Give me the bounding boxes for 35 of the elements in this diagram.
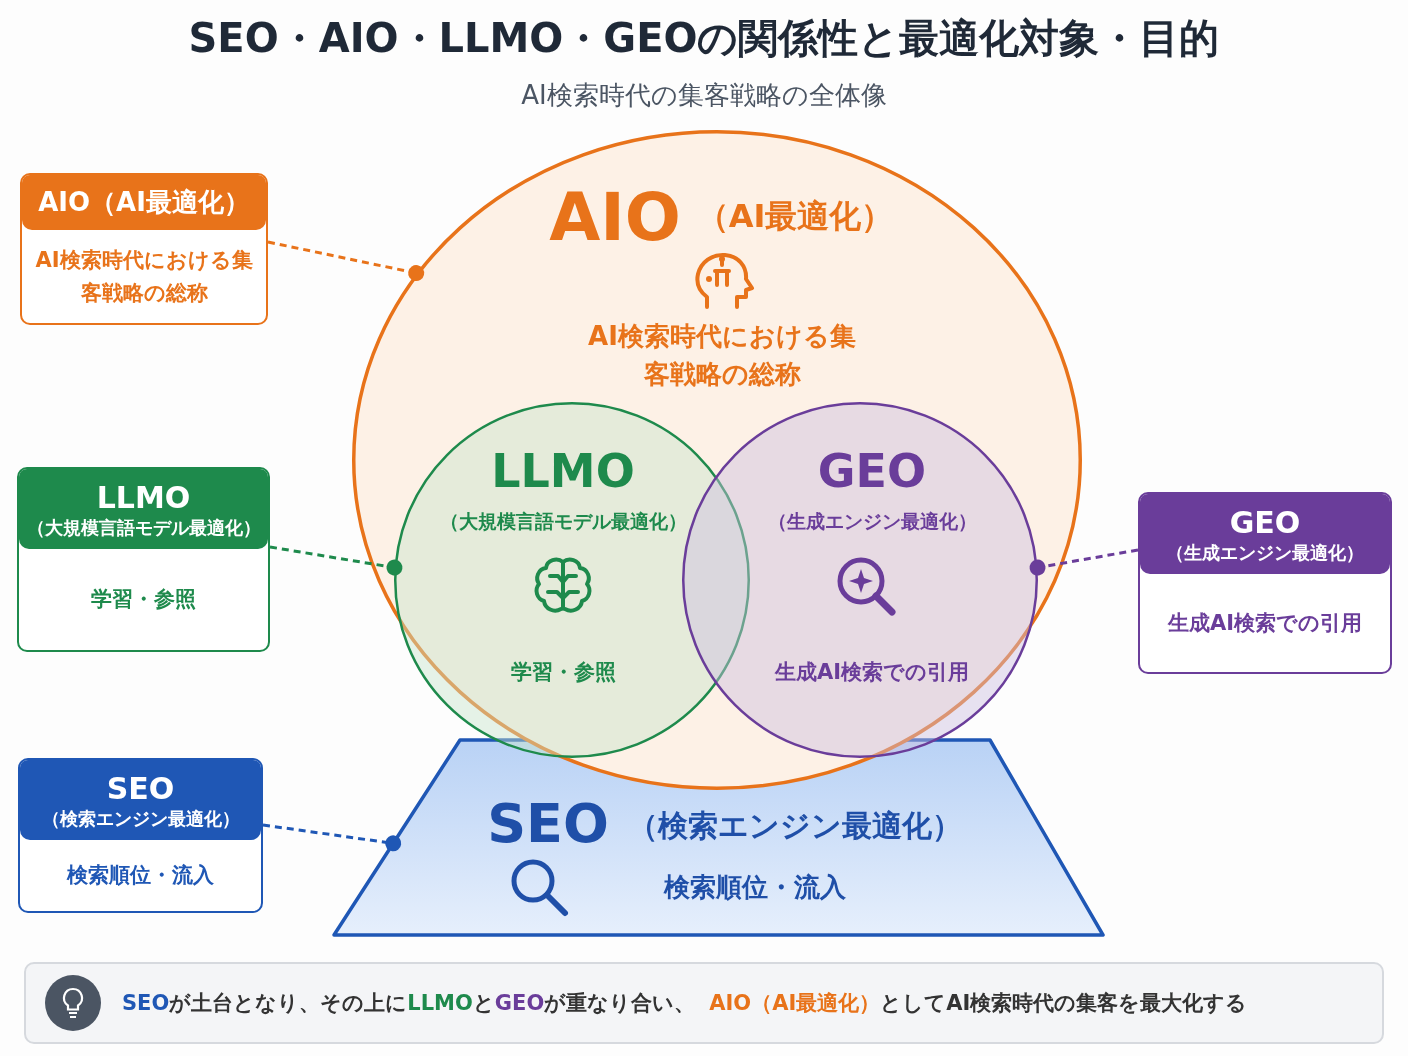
description: 検索順位・流入 [662, 872, 847, 904]
callout-title: GEO [1229, 504, 1301, 542]
callout-description: 検索順位・流入 [67, 862, 214, 890]
callout-card [1138, 492, 1392, 674]
callout-subtitle: （検索エンジン最適化） [41, 807, 240, 830]
note-bar [24, 962, 1384, 1044]
leader-line [267, 240, 425, 282]
callout-description: AI検索時代における集客戦略の総称 [34, 246, 254, 307]
heading: SEO [486, 792, 610, 857]
subheading: （AI最適化） [695, 197, 895, 236]
subtitle: AI検索時代の集客戦略の全体像 [520, 80, 888, 112]
callout-title: LLMO [96, 479, 191, 517]
callout-subtitle: （生成エンジン最適化） [1166, 541, 1364, 564]
subheading: （生成エンジン最適化） [766, 510, 978, 533]
description: 学習・参照 [509, 660, 617, 686]
description: AI検索時代における集客戦略の総称 [587, 320, 857, 391]
heading: AIO [548, 178, 682, 258]
description: 生成AI検索での引用 [773, 660, 971, 686]
heading: GEO [816, 444, 928, 500]
subheading: （検索エンジン最適化） [627, 808, 963, 844]
note-text: SEOが土台となり、その上にLLMOと GEOが重なり合い、 AIO（AI最適化）としてAI検索時代の集客を最大化する [122, 990, 1248, 1017]
callout-description: 生成AI検索での引用 [1167, 609, 1363, 637]
heading: LLMO [490, 444, 636, 500]
callout-title: AIO（AI最適化） [38, 186, 250, 219]
callout-card [18, 758, 263, 913]
callout-card [20, 173, 268, 325]
callout-card [17, 467, 270, 652]
leader-line [262, 823, 402, 852]
callout-description: 学習・参照 [91, 586, 196, 614]
callout-subtitle: （大規模言語モデル最適化） [26, 516, 261, 539]
subheading: （大規模言語モデル最適化） [438, 510, 688, 533]
leader-line [269, 545, 403, 576]
leader-line [1029, 548, 1139, 576]
callout-title: SEO [106, 770, 175, 808]
title: SEO・AIO・LLMO・GEOの関係性と最適化対象・目的 [187, 14, 1221, 62]
